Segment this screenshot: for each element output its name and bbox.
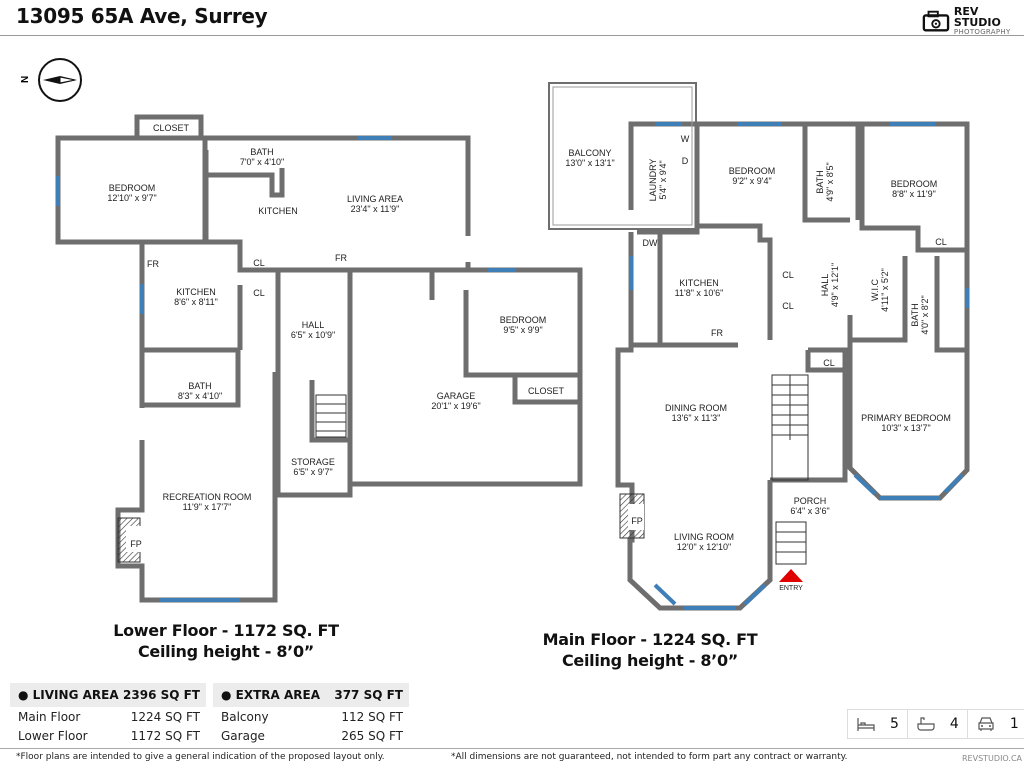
car-icon [978,717,994,731]
dishwasher: DW [642,238,658,248]
stat-bedrooms: 5 [848,710,908,738]
room-fireplace: FP [130,539,142,549]
compass-north-label: N [20,76,31,83]
footer-divider [0,748,1024,749]
bathtub-icon [917,717,935,731]
camera-icon [922,10,950,32]
room-closet-main-4: CL [823,358,835,368]
logo-name: REV STUDIO [953,5,1001,29]
brand-logo: REV STUDIO PHOTOGRAPHY [922,6,1024,36]
room-fridge-lower: FR [147,259,159,269]
dryer: D [681,156,689,166]
room-fridge: FR [335,253,347,263]
room-closet: CLOSET [152,123,190,133]
room-closet-main-2: CL [782,301,794,311]
room-kitchen: KITCHEN [258,206,298,216]
main-floor-caption: Main Floor - 1224 SQ. FT Ceiling height … [542,630,758,670]
header-divider [0,35,1024,36]
washer: W [680,134,690,144]
footnote-layout: *Floor plans are intended to give a gene… [16,752,385,762]
stat-bathrooms: 4 [908,710,968,738]
floor-plan-drawing [55,82,970,611]
room-closet-main-1: CL [782,270,794,280]
compass-icon: N [15,58,85,106]
bullet-icon: ● [18,688,33,702]
footer-site: REVSTUDIO.CA [962,754,1022,763]
room-fridge-main: FR [711,328,723,338]
room-closet-2: CLOSET [527,386,565,396]
bed-icon [857,718,875,731]
stat-parking: 1 [968,710,1024,738]
living-area-header: ● LIVING AREA 2396 SQ FT [10,683,206,707]
entry-label: ENTRY [779,585,803,592]
lower-floor-caption: Lower Floor - 1172 SQ. FT Ceiling height… [113,621,339,661]
footnote-dimensions: *All dimensions are not guaranteed, not … [451,752,848,762]
logo-tagline: PHOTOGRAPHY [953,28,1011,36]
property-stats: 5 4 1 [847,709,1024,739]
room-closet-small: CL [253,258,265,268]
extra-area-header: ● EXTRA AREA 377 SQ FT [213,683,409,707]
page-title: 13095 65A Ave, Surrey [16,4,268,28]
room-fireplace-main: FP [631,516,643,526]
room-closet-small-2: CL [253,288,265,298]
room-closet-main-3: CL [935,237,947,247]
bullet-icon: ● [221,688,236,702]
